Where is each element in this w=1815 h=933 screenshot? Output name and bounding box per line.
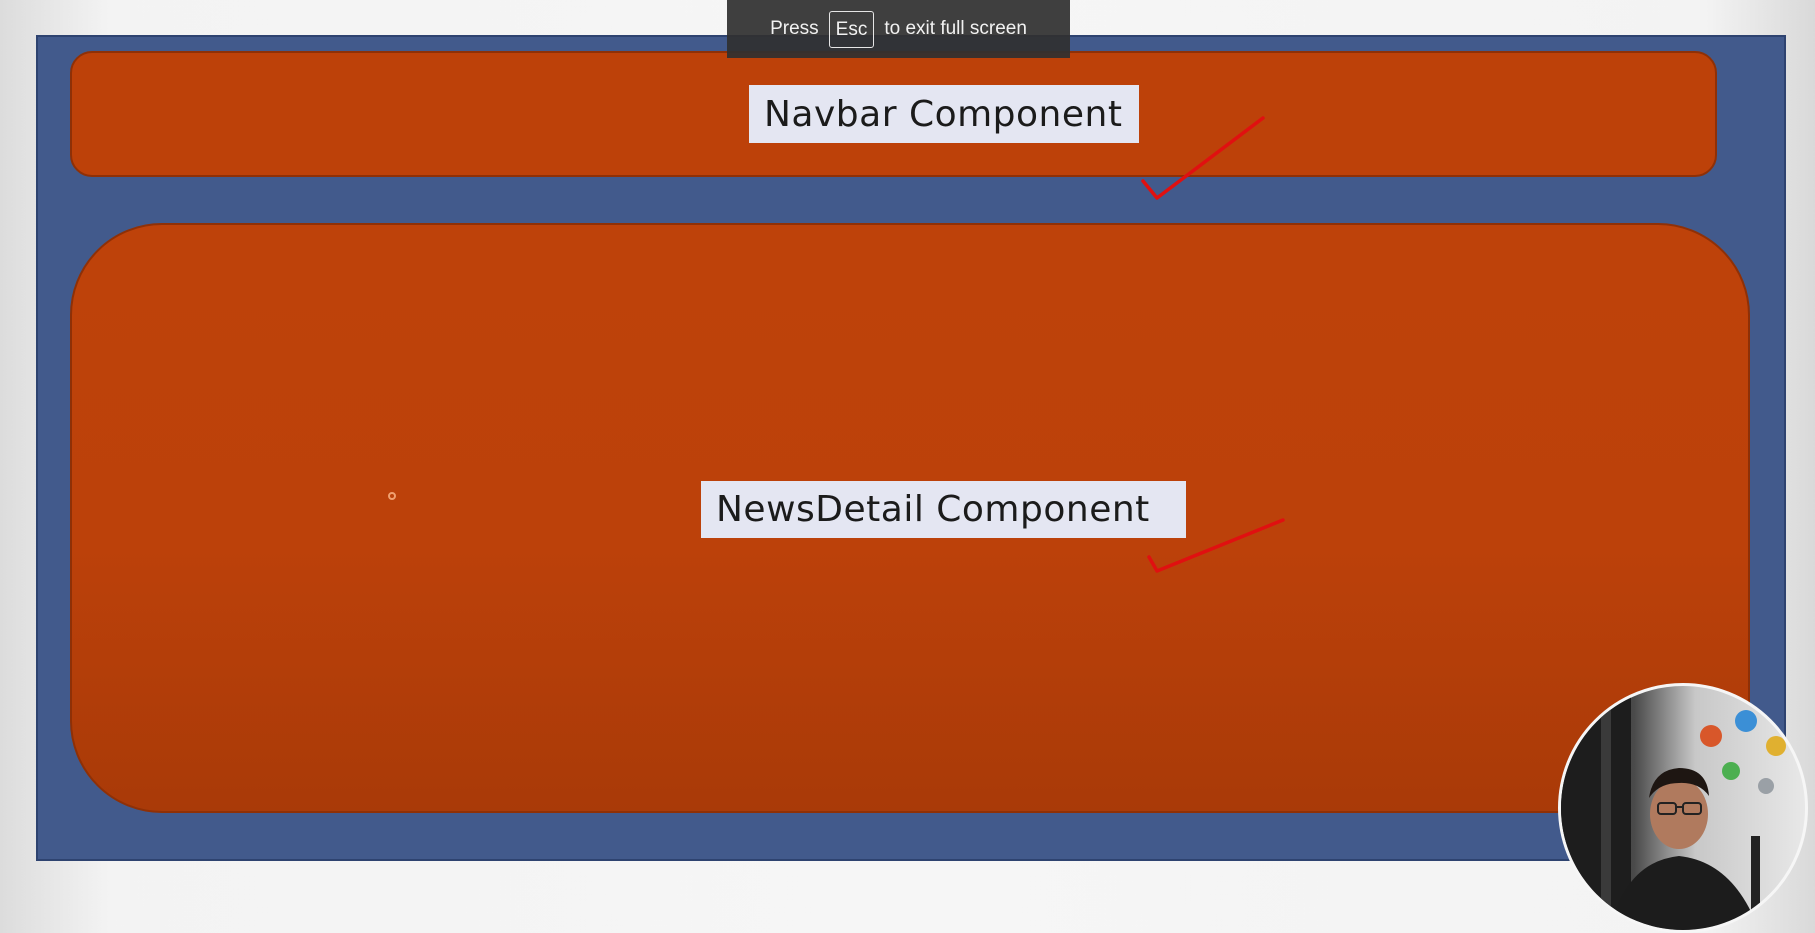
fullscreen-exit-notice: Press Esc to exit full screen xyxy=(727,0,1070,58)
webcam-overlay xyxy=(1558,683,1808,933)
check-mark-icon xyxy=(1147,518,1285,573)
navbar-component-label: Navbar Component xyxy=(749,85,1139,143)
newsdetail-component-label: NewsDetail Component xyxy=(701,481,1186,538)
presenter-icon xyxy=(1561,686,1786,930)
esc-key-badge: Esc xyxy=(828,10,875,48)
notice-suffix-text: to exit full screen xyxy=(884,18,1027,39)
notice-press-text: Press xyxy=(770,18,819,39)
laser-pointer-icon xyxy=(388,492,396,500)
check-mark-icon xyxy=(1141,116,1265,200)
